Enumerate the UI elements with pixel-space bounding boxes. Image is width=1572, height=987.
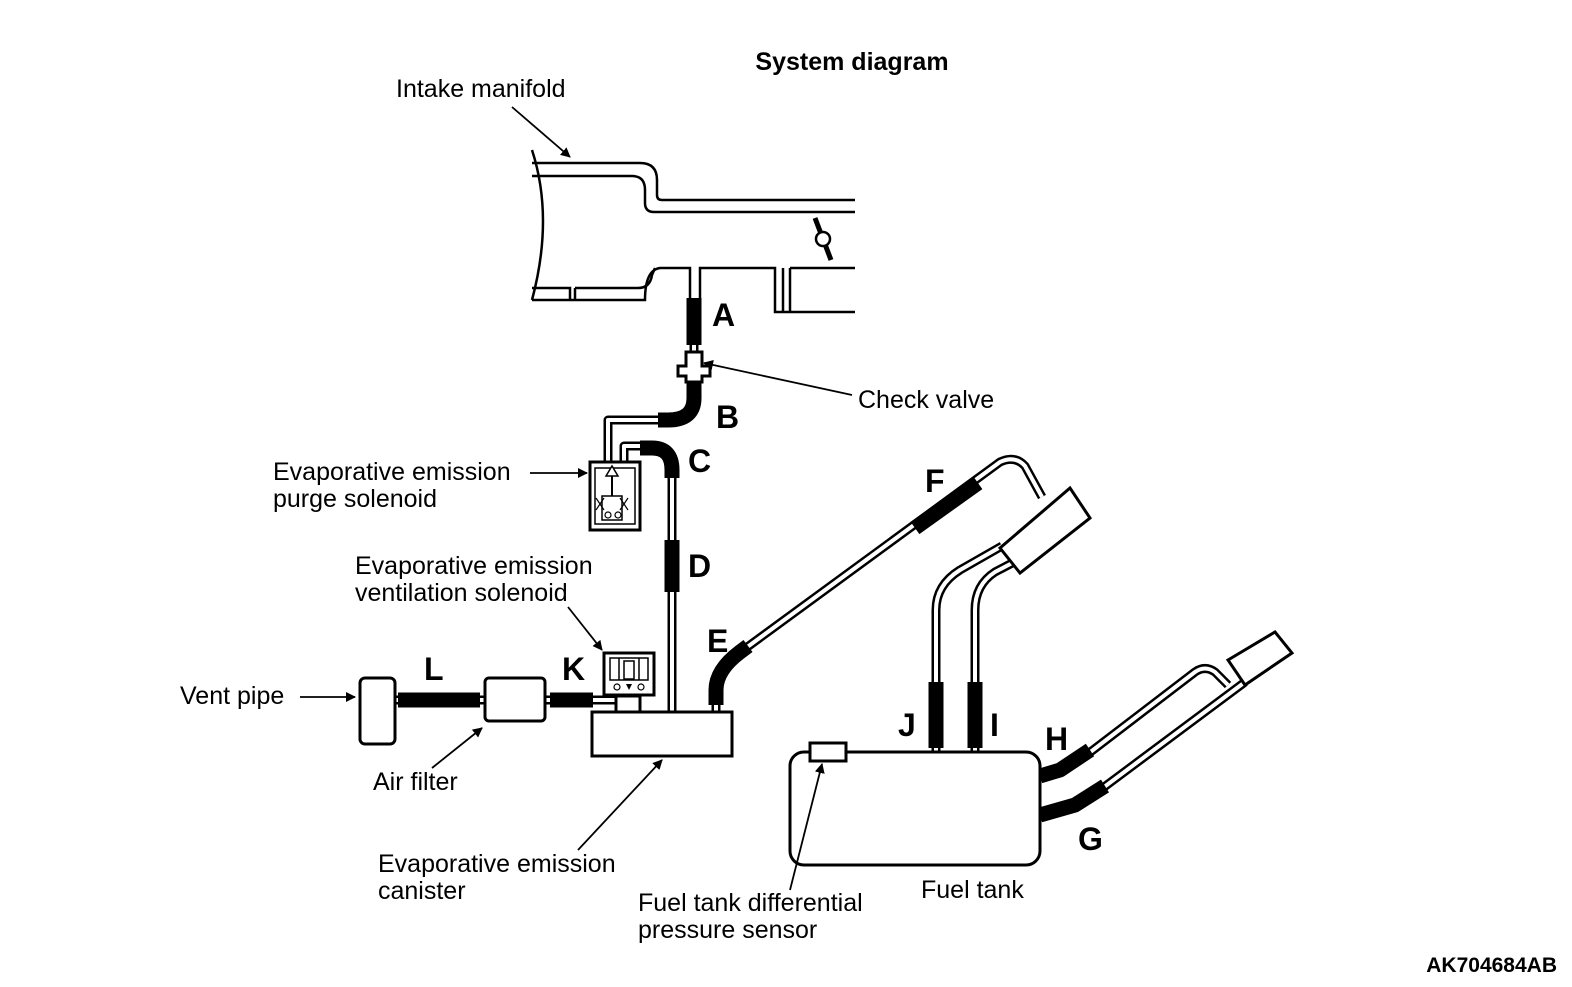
hose-e	[708, 640, 753, 705]
label-intake-manifold: Intake manifold	[396, 75, 566, 103]
label-fuel-tank: Fuel tank	[921, 876, 1024, 904]
check-valve	[676, 350, 712, 384]
label-vent-pipe: Vent pipe	[180, 682, 284, 710]
label-ventilation-solenoid-2: ventilation solenoid	[355, 579, 568, 607]
letter-j: J	[898, 707, 916, 743]
figure-code: AK704684AB	[1426, 954, 1557, 977]
fuel-filler-neck	[997, 485, 1295, 688]
ventilation-solenoid	[602, 651, 656, 697]
leader-lines	[300, 106, 853, 891]
hose-letters: A B C D E F G H I J K L	[424, 297, 1103, 857]
hose-g	[1037, 779, 1110, 823]
letter-d: D	[688, 548, 711, 584]
hose-f	[910, 476, 983, 535]
letter-l: L	[424, 651, 444, 687]
letter-h: H	[1045, 721, 1068, 757]
fuel-tank-pressure-sensor	[808, 741, 848, 763]
label-pressure-sensor-1: Fuel tank differential	[638, 889, 863, 917]
letter-g: G	[1078, 821, 1103, 857]
diagram-title: System diagram	[755, 48, 948, 76]
label-pressure-sensor-2: pressure sensor	[638, 916, 817, 944]
letter-c: C	[688, 443, 711, 479]
label-purge-solenoid-1: Evaporative emission	[273, 458, 511, 486]
evaporative-emission-canister	[590, 694, 734, 758]
fuel-tank	[788, 750, 1042, 867]
intake-manifold	[530, 149, 855, 314]
throttle-valve	[812, 217, 834, 261]
label-canister-2: canister	[378, 877, 466, 905]
letter-k: K	[562, 651, 585, 687]
letter-e: E	[707, 623, 728, 659]
air-filter	[483, 676, 547, 723]
letter-a: A	[712, 297, 735, 333]
label-air-filter: Air filter	[373, 768, 458, 796]
purge-solenoid	[588, 460, 642, 532]
hose-c	[640, 440, 680, 478]
component-labels: Intake manifold Check valve Evaporative …	[180, 75, 1024, 944]
label-purge-solenoid-2: purge solenoid	[273, 485, 437, 513]
letter-i: I	[990, 707, 999, 743]
label-ventilation-solenoid-1: Evaporative emission	[355, 552, 593, 580]
label-canister-1: Evaporative emission	[378, 850, 616, 878]
label-check-valve: Check valve	[858, 386, 994, 414]
vent-pipe	[358, 676, 397, 746]
hose-b	[658, 382, 702, 428]
hoses	[398, 298, 1110, 823]
letter-b: B	[716, 399, 739, 435]
letter-f: F	[925, 463, 945, 499]
hose-h	[1037, 743, 1095, 784]
